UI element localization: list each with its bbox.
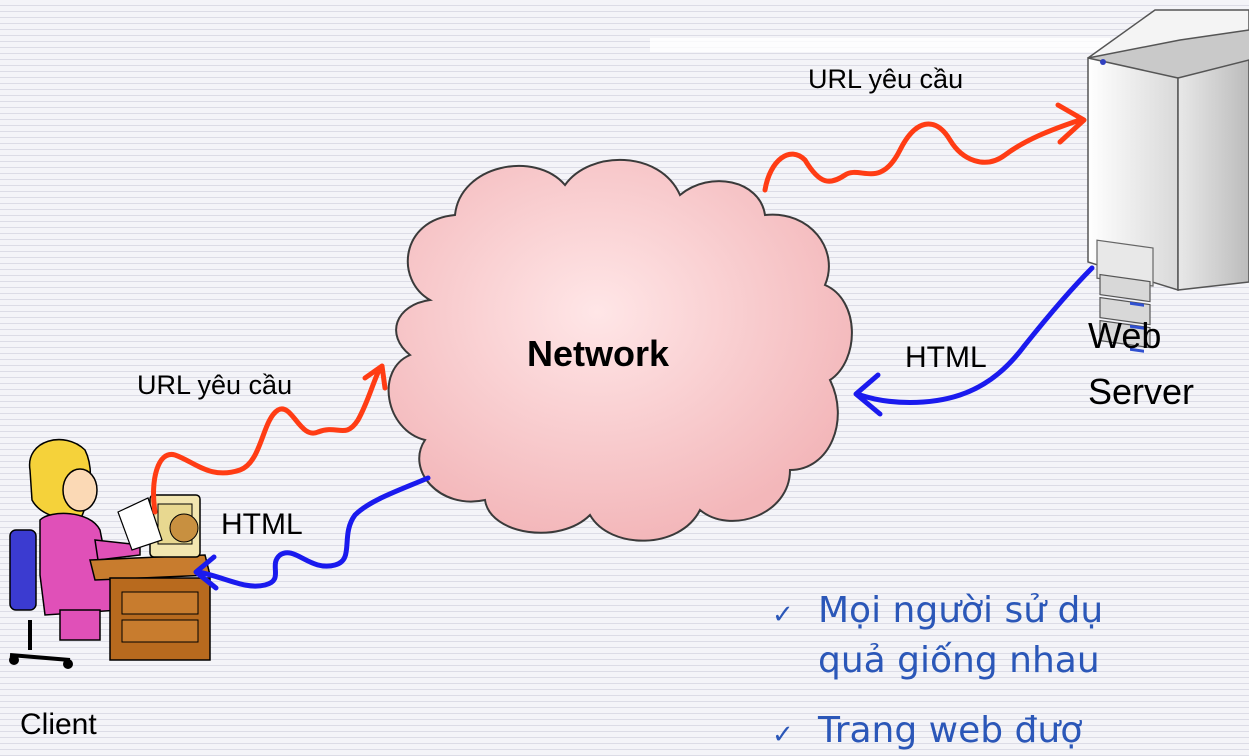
response-left-label: HTML [221,508,303,541]
request-arrow-to-network [151,363,388,515]
network-cloud [387,158,853,542]
response-arrow-to-network [853,265,1095,417]
client-label: Client [20,708,97,741]
bullet-check-icon: ✓ [772,720,794,750]
response-arrow-to-client [193,475,431,591]
bullet-2-line1: Trang web đượ [818,710,1083,751]
server-label-line2: Server [1088,371,1195,412]
server-label-line1: Web [1088,315,1162,356]
bullet-1-line1: Mọi người sử dụ [818,590,1104,631]
network-label: Network [527,333,670,374]
bullet-1-line2: quả giống nhau [818,640,1100,681]
request-arrow-to-server [762,102,1087,193]
request-left-label: URL yêu cầu [137,370,293,400]
bullet-check-icon: ✓ [772,600,794,630]
highlight-band [650,38,1110,52]
client-user-icon [9,439,211,669]
web-server-icon [1087,9,1249,353]
request-top-label: URL yêu cầu [808,64,964,94]
response-right-label: HTML [905,341,987,374]
